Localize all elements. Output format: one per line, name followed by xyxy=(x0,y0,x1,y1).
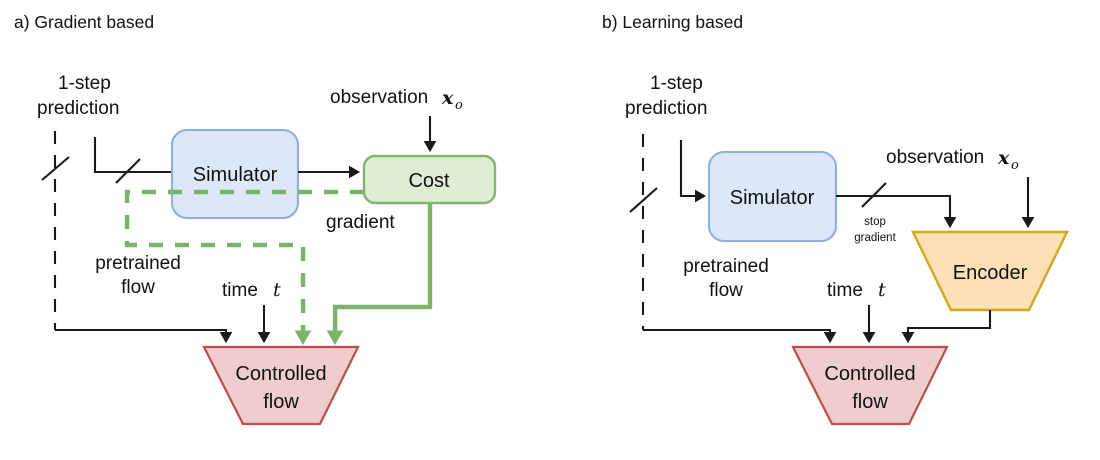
panel-b-prediction-edge xyxy=(679,140,707,203)
panel-a-controlled-flow-label-line1: Controlled xyxy=(235,363,326,385)
panel-b-controlled-flow-label-line1: Controlled xyxy=(824,363,915,385)
panel-b-encoder-to-flow-edge xyxy=(901,310,992,344)
panel-a-controlled-flow-label-line2: flow xyxy=(263,391,299,413)
panel-b-simulator-to-encoder-edge xyxy=(836,194,957,229)
panel-b: b) Learning based 1-step prediction Simu… xyxy=(602,12,1069,426)
panel-a-backprop-dashed-path xyxy=(124,189,364,345)
panel-b-title: b) Learning based xyxy=(602,12,743,32)
panel-a-one-step-label-line2: prediction xyxy=(37,98,119,119)
panel-b-encoder-trapezoid xyxy=(911,230,1069,312)
panel-a-prediction-slash-icon xyxy=(115,158,141,184)
panel-a-observation-subscript: o xyxy=(455,98,463,113)
panel-b-stop-gradient-label-line1: stop xyxy=(864,216,886,228)
panel-b-time-var: t xyxy=(878,279,886,301)
panel-a-observation-var: x xyxy=(441,87,454,109)
panel-a-pretrained-flow-edge xyxy=(55,328,233,344)
panel-a-gradient-path xyxy=(326,203,433,345)
panel-b-pretrained-flow-edge xyxy=(643,328,837,344)
panel-a-title: a) Gradient based xyxy=(14,12,154,32)
panel-a-observation-label: observation xyxy=(330,87,428,108)
panel-a-pretrained-label-line1: pretrained xyxy=(95,253,181,274)
panel-b-pretrained-label-line2: flow xyxy=(709,280,743,301)
panel-b-observation-var: x xyxy=(997,147,1010,169)
panel-b-controlled-flow-label-line2: flow xyxy=(852,391,888,413)
panel-a-time-var: t xyxy=(273,279,281,301)
panel-a: a) Gradient based 1-step prediction Simu… xyxy=(14,12,497,426)
panel-a-gradient-label: gradient xyxy=(326,212,395,233)
panel-a-one-step-label-line1: 1-step xyxy=(58,73,111,94)
panel-b-stop-gradient-label-line2: gradient xyxy=(854,232,896,244)
panel-a-simulator-label: Simulator xyxy=(193,164,278,186)
panel-a-simulator-box xyxy=(170,128,300,220)
panel-a-pretrained-label-line2: flow xyxy=(121,277,155,298)
panel-b-time-label: time xyxy=(827,280,863,301)
panel-b-simulator-label: Simulator xyxy=(730,187,815,209)
panel-a-time-label: time xyxy=(222,280,258,301)
panel-b-controlled-flow-trapezoid xyxy=(791,345,949,426)
panel-a-latent-slash-icon xyxy=(41,156,70,181)
panel-b-pretrained-label-line1: pretrained xyxy=(683,256,769,277)
panel-a-cost-label: Cost xyxy=(408,170,450,192)
panel-b-one-step-label-line2: prediction xyxy=(625,98,707,119)
panel-b-observation-label: observation xyxy=(886,147,984,168)
panel-b-stop-gradient-slash-icon xyxy=(861,182,887,208)
panel-b-one-step-label-line1: 1-step xyxy=(650,73,703,94)
panel-b-encoder-label: Encoder xyxy=(953,262,1028,284)
panel-a-prediction-edge xyxy=(93,137,172,174)
panel-b-latent-slash-icon xyxy=(629,187,658,213)
panel-a-controlled-flow-trapezoid xyxy=(202,345,360,426)
panel-b-observation-subscript: o xyxy=(1011,158,1019,173)
